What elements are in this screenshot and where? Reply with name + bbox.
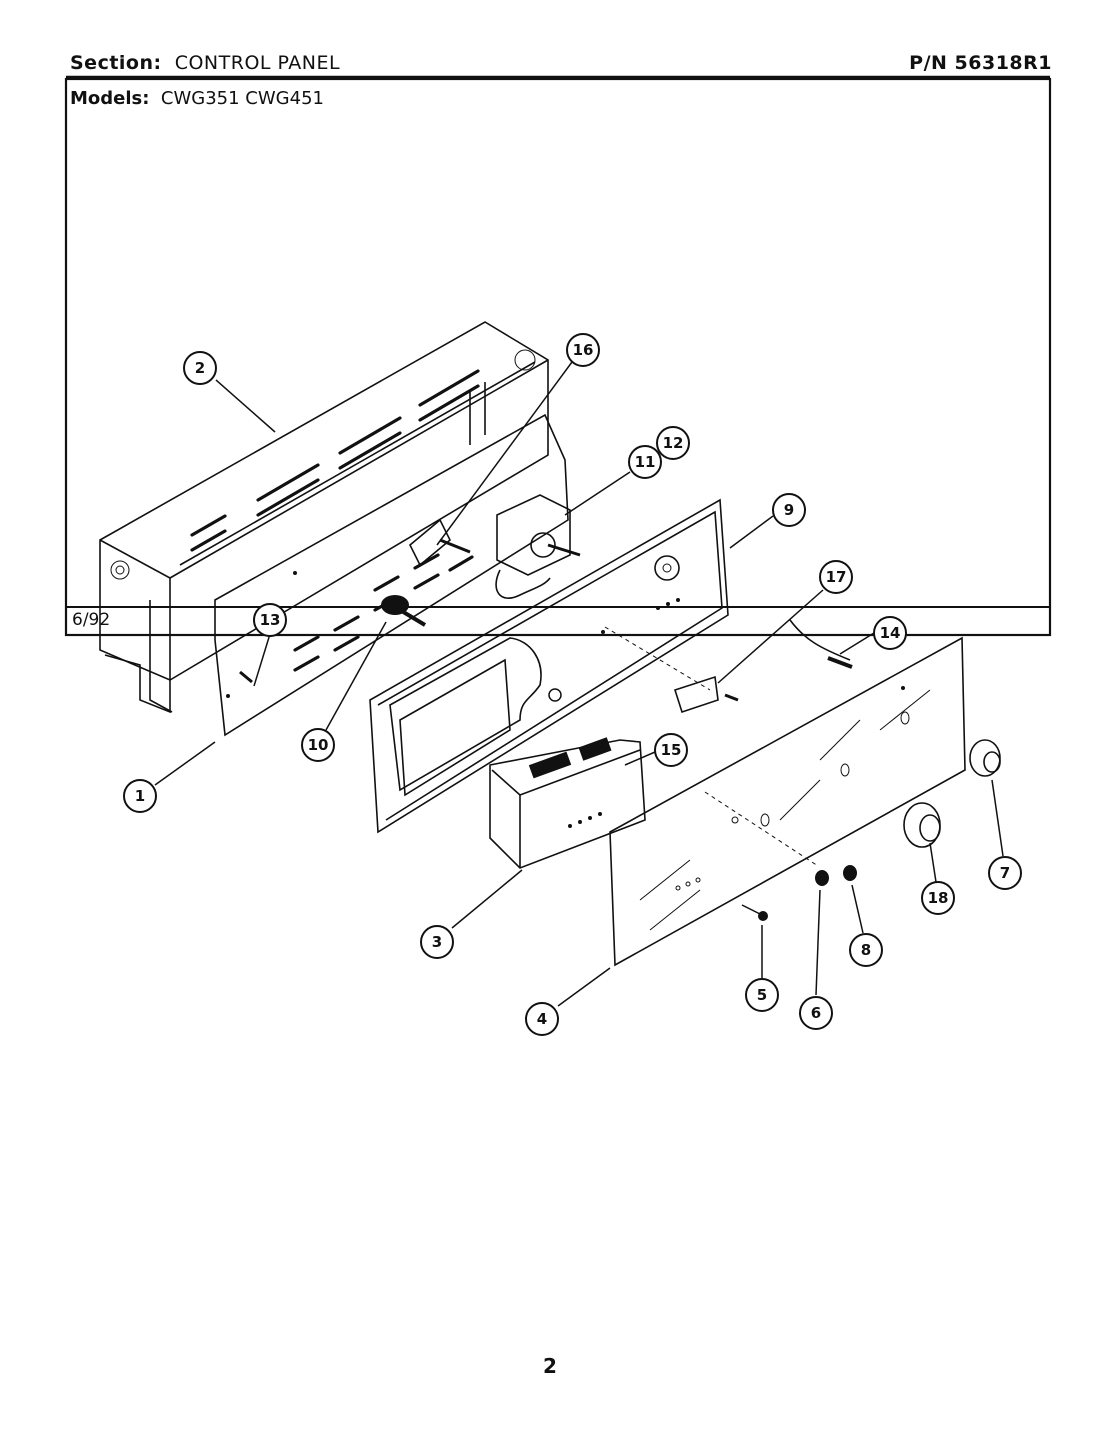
svg-text:13: 13 bbox=[260, 611, 281, 629]
leader-10 bbox=[325, 621, 387, 731]
svg-text:8: 8 bbox=[861, 941, 871, 959]
terminal-block bbox=[409, 518, 471, 567]
svg-text:4: 4 bbox=[537, 1010, 547, 1028]
diagram-frame bbox=[64, 77, 1052, 637]
callout-11: 11 bbox=[628, 445, 662, 479]
control-panel-glass bbox=[609, 636, 966, 967]
callout-3: 3 bbox=[420, 925, 454, 959]
callout-2: 2 bbox=[183, 351, 217, 385]
clock-timer bbox=[495, 494, 581, 599]
svg-text:14: 14 bbox=[880, 624, 901, 642]
callout-8: 8 bbox=[849, 933, 883, 967]
backguard-housing bbox=[99, 321, 549, 714]
leader-2 bbox=[215, 379, 276, 433]
svg-text:10: 10 bbox=[308, 736, 329, 754]
knob-18 bbox=[903, 802, 941, 848]
callout-1: 1 bbox=[123, 779, 157, 813]
callout-13: 13 bbox=[253, 603, 287, 637]
svg-text:18: 18 bbox=[928, 889, 949, 907]
alignment-line bbox=[704, 791, 819, 867]
leader-8 bbox=[851, 884, 864, 934]
leader-16 bbox=[436, 361, 573, 546]
section-title: Section: CONTROL PANEL bbox=[70, 52, 340, 74]
callout-17: 17 bbox=[819, 560, 853, 594]
leader-11 bbox=[564, 471, 631, 516]
leader-15 bbox=[624, 751, 656, 766]
control-panel-bracket bbox=[369, 498, 729, 834]
leader-7 bbox=[991, 779, 1004, 857]
leader-18 bbox=[929, 842, 937, 883]
leader-3 bbox=[451, 869, 523, 929]
models-label: Models: bbox=[70, 88, 150, 109]
callout-16: 16 bbox=[566, 333, 600, 367]
models-line: Models: CWG351 CWG451 bbox=[70, 88, 324, 109]
callout-10: 10 bbox=[301, 728, 335, 762]
bracket-clip bbox=[673, 675, 739, 714]
svg-text:11: 11 bbox=[635, 453, 656, 471]
screw-5 bbox=[741, 904, 768, 921]
leader-6 bbox=[815, 889, 821, 996]
callout-9: 9 bbox=[772, 493, 806, 527]
switch-knob-part bbox=[381, 595, 427, 627]
knob-7 bbox=[969, 739, 1001, 777]
leader-17 bbox=[717, 589, 824, 684]
leader-4 bbox=[557, 967, 611, 1007]
sensor-wire bbox=[789, 619, 853, 669]
callout-7: 7 bbox=[988, 856, 1022, 890]
button-6 bbox=[815, 870, 829, 886]
leader-13 bbox=[253, 633, 271, 687]
svg-text:3: 3 bbox=[432, 933, 442, 951]
svg-text:12: 12 bbox=[663, 434, 684, 452]
svg-text:16: 16 bbox=[573, 341, 594, 359]
electronic-control bbox=[489, 737, 646, 869]
leader-1 bbox=[154, 741, 216, 786]
callout-15: 15 bbox=[654, 733, 688, 767]
button-8 bbox=[843, 865, 857, 881]
svg-text:5: 5 bbox=[757, 986, 767, 1004]
leader-14 bbox=[839, 632, 875, 655]
svg-text:17: 17 bbox=[826, 568, 847, 586]
screw-13 bbox=[239, 670, 253, 684]
svg-text:1: 1 bbox=[135, 787, 145, 805]
page-number: 2 bbox=[543, 1354, 557, 1378]
callout-4: 4 bbox=[525, 1002, 559, 1036]
callout-18: 18 bbox=[921, 881, 955, 915]
svg-text:9: 9 bbox=[784, 501, 794, 519]
svg-text:7: 7 bbox=[1000, 864, 1010, 882]
models-values: CWG351 CWG451 bbox=[160, 88, 324, 109]
callout-14: 14 bbox=[873, 616, 907, 650]
callout-12: 12 bbox=[656, 426, 690, 460]
svg-text:2: 2 bbox=[195, 359, 205, 377]
section-value: CONTROL PANEL bbox=[174, 52, 341, 74]
callout-6: 6 bbox=[799, 996, 833, 1030]
svg-text:15: 15 bbox=[661, 741, 682, 759]
leader-9 bbox=[729, 515, 774, 549]
svg-text:6: 6 bbox=[811, 1004, 821, 1022]
callout-5: 5 bbox=[745, 978, 779, 1012]
part-number: P/N 56318R1 bbox=[909, 52, 1052, 74]
section-label: Section: bbox=[70, 52, 162, 74]
